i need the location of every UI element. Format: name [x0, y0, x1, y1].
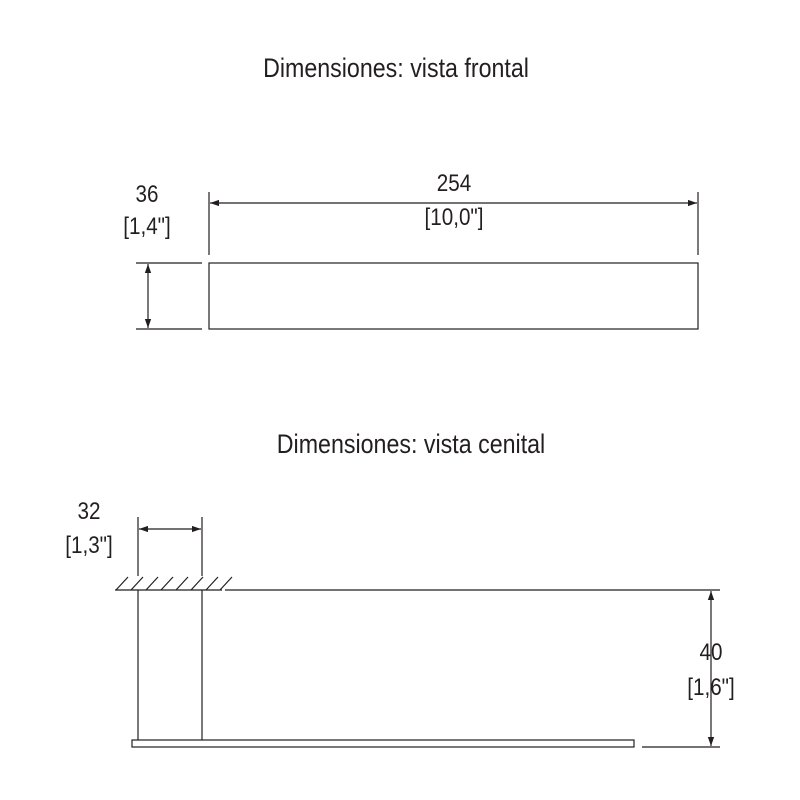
top-arm-inch-label: [1,3"] [65, 532, 113, 559]
top-view-fixture-body [131, 739, 635, 748]
top-arm-mm-label: 32 [77, 498, 101, 525]
wall-hatching [115, 576, 233, 591]
front-width-mm-label: 254 [436, 170, 472, 197]
front-height-inch-label: [1,4"] [123, 213, 171, 240]
front-height-mm-label: 36 [135, 181, 159, 208]
top-depth-inch-label: [1,6"] [687, 674, 735, 701]
top-depth-mm-label: 40 [699, 639, 723, 666]
front-view-fixture-body [208, 262, 699, 330]
front-view-title: Dimensiones: vista frontal [263, 53, 529, 83]
front-width-inch-label: [10,0"] [424, 204, 484, 231]
top-view-title: Dimensiones: vista cenital [276, 429, 546, 459]
